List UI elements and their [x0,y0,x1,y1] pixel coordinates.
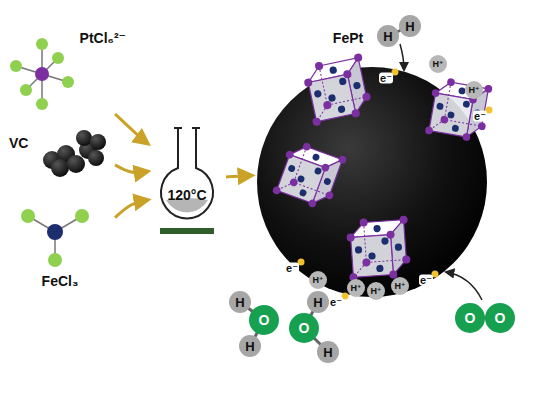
hydrogen-atom [307,291,329,313]
fept-cube [425,75,493,143]
electron-label: e⁻ [419,275,433,286]
hydrogen-atom [399,15,421,37]
atom-symbol: H [235,296,244,309]
fept-cube [301,53,375,127]
hydrogen-atom [239,335,261,357]
oxygen-atom [289,313,319,343]
hydrogen-atom [377,25,399,47]
atom-symbol: O [495,311,506,325]
proton [429,55,447,73]
fecl3-molecule [21,209,89,267]
proton-label: H⁺ [350,284,361,293]
carbon-cluster [43,130,106,177]
proton-label: H⁺ [312,276,323,285]
node-label: PtCl₆²⁻ [80,31,126,46]
reagent-group: PtCl₆²⁻ [5,28,130,114]
atom-symbol: O [299,321,310,335]
atom-symbol: H [383,30,392,43]
oxygen-atom [485,303,515,333]
electron-label: e⁻ [379,73,393,84]
atom-symbol: O [465,311,476,325]
o2-arrow [446,272,482,300]
proton [309,271,327,289]
hydrogen-atom [229,291,251,313]
reagent-group: FeCl₃ [5,202,115,292]
flask [160,128,214,234]
hydrogen-atom [317,341,339,363]
proton [391,277,409,295]
proton [347,279,365,297]
reaction-arrow [226,176,252,177]
proton [465,81,483,99]
oxygen-atom [455,303,485,333]
proton-label: H⁺ [394,282,405,291]
carbon-sphere [257,67,487,297]
fept-cube [272,137,347,212]
reaction-arrow [115,200,148,218]
reagent-group: VC [5,124,115,184]
node-label: FeCl₃ [42,274,79,289]
reaction-arrow [115,165,148,173]
oxygen-atom [249,305,279,335]
electron-label: e⁻ [473,111,487,122]
fept-cube [345,215,411,281]
ptcl6-molecule [10,38,74,110]
proton-label: H⁺ [370,287,381,296]
atom-symbol: H [313,296,322,309]
reaction-arrow [115,114,148,144]
node-label: FePt [333,31,363,46]
proton-label: H⁺ [468,86,479,95]
atom-symbol: H [323,346,332,359]
h2-arrow [400,44,404,70]
electron-label: e⁻ [329,297,343,308]
node-label: VC [9,136,28,151]
proton [367,282,385,300]
electron-label: e⁻ [285,263,299,274]
atom-symbol: H [405,20,414,33]
atom-symbol: O [259,313,270,327]
proton-label: H⁺ [432,60,443,69]
reaction-flask: 120°C [148,120,226,238]
atom-symbol: H [245,340,254,353]
node-label: 120°C [167,188,206,203]
